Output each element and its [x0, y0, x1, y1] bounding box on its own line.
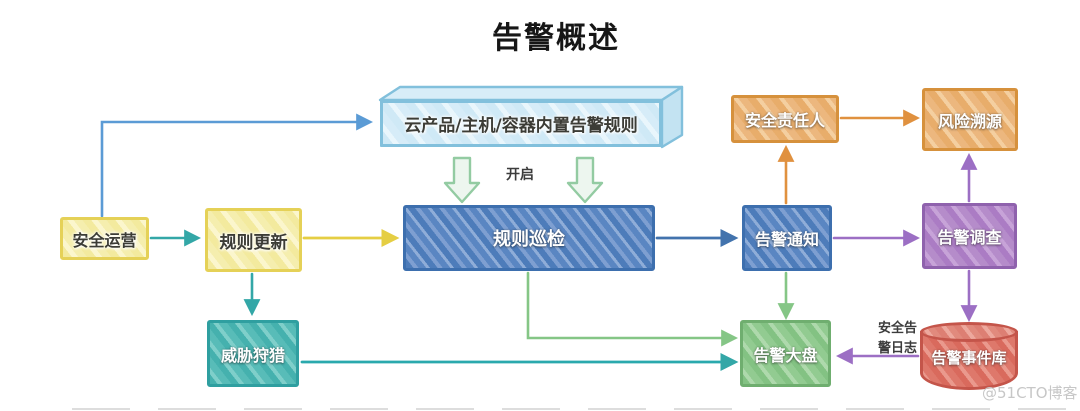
node-security-owner: 安全责任人 — [731, 95, 839, 143]
node-alert-investigation: 告警调查 — [922, 203, 1017, 269]
edge-label-enable: 开启 — [506, 167, 534, 183]
page-title: 告警概述 — [492, 21, 620, 56]
node-alert-event-db: 告警事件库 — [920, 322, 1018, 390]
node-risk-tracing: 风险溯源 — [922, 88, 1018, 151]
node-alert-event-db-label: 告警事件库 — [931, 349, 1007, 367]
block-arrow-enable-right — [566, 156, 604, 204]
block-arrow-enable-left — [443, 156, 481, 204]
bottom-faint-divider — [72, 408, 1066, 410]
watermark-51cto: @51CTO博客 — [982, 384, 1078, 402]
node-security-ops: 安全运营 — [60, 217, 149, 260]
node-alert-dashboard: 告警大盘 — [740, 320, 831, 387]
builtin-rules-box-side-face — [660, 85, 684, 149]
edge-label-security-alert-log: 安全告警日志 — [877, 321, 917, 357]
node-rule-inspection: 规则巡检 — [403, 205, 655, 271]
builtin-rules-box-top-face — [378, 85, 684, 102]
database-cylinder-lid — [920, 322, 1018, 342]
edge-rule-inspection-to-alert-dashboard — [526, 271, 739, 347]
edge-security-ops-to-builtin-rules — [100, 113, 374, 218]
node-rule-update: 规则更新 — [205, 208, 302, 272]
node-builtin-alert-rules: 云产品/主机/容器内置告警规则 — [380, 100, 662, 147]
node-alert-notification: 告警通知 — [742, 205, 832, 271]
node-threat-hunting: 威胁狩猎 — [207, 320, 299, 387]
